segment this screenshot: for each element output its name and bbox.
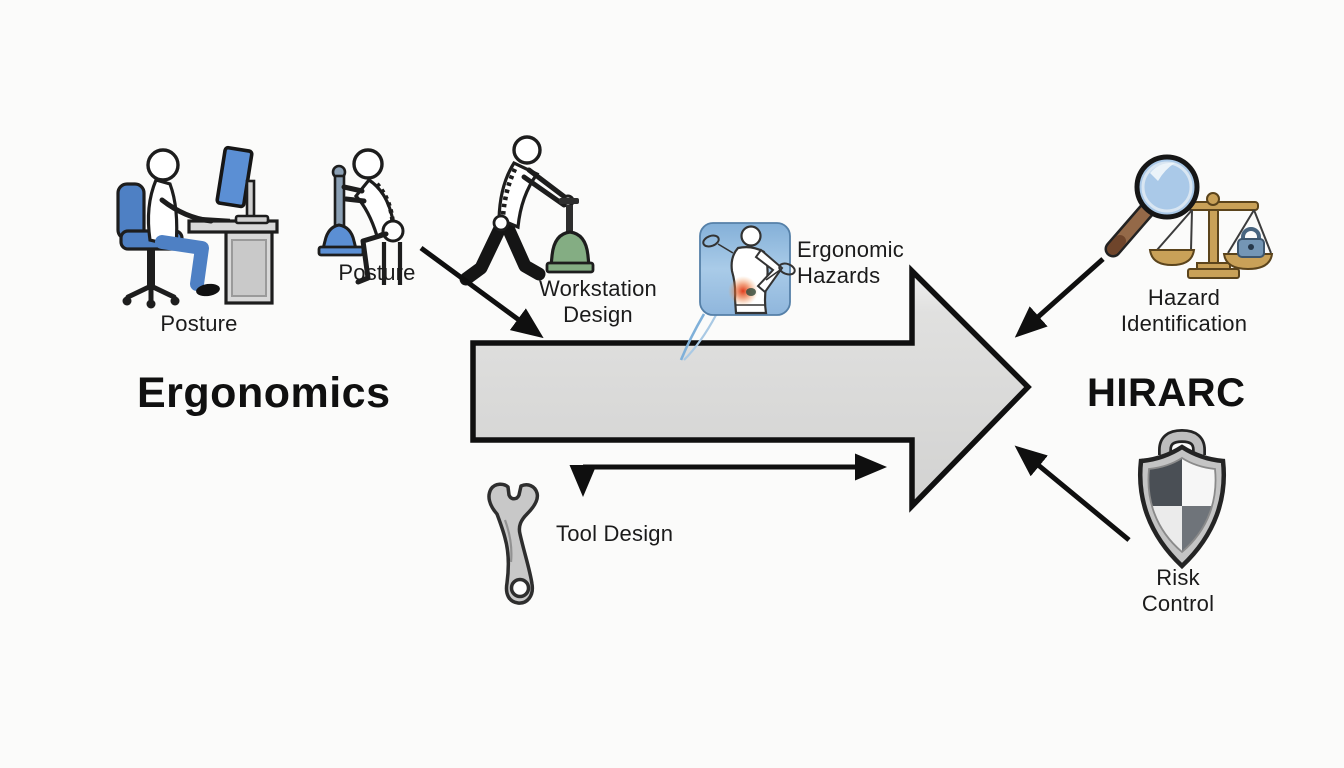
ergonomics-title: Ergonomics bbox=[137, 369, 391, 417]
workstation-to-arrow bbox=[419, 245, 544, 339]
magnifier-scale-icon bbox=[1104, 154, 1274, 279]
back-pain-icon bbox=[699, 222, 796, 316]
seated-worker-tool-icon bbox=[317, 148, 405, 285]
ergonomic-hazards-label: Ergonomic Hazards bbox=[797, 237, 904, 289]
lifting-worker-icon bbox=[459, 135, 595, 286]
posture-desk-label: Posture bbox=[160, 311, 238, 336]
process-arrow bbox=[470, 264, 1032, 513]
hazard-identification-to-arrow bbox=[1014, 257, 1105, 338]
checkered-shield-icon bbox=[1138, 428, 1226, 570]
hirarc-title: HIRARC bbox=[1087, 371, 1246, 415]
tool-design-label: Tool Design bbox=[556, 521, 674, 546]
tool-design-elbow-arrow bbox=[569, 453, 887, 497]
workstation-design-label: Workstation Design bbox=[539, 276, 657, 328]
person-at-desk-icon bbox=[116, 145, 279, 309]
hazard-identification-label: Hazard Identification bbox=[1120, 285, 1248, 337]
posture-seated-label: Posture bbox=[338, 260, 416, 285]
risk-control-to-arrow bbox=[1014, 445, 1131, 542]
wrench-icon bbox=[487, 482, 540, 605]
hazards-callout-tail bbox=[679, 313, 717, 361]
risk-control-label: Risk Control bbox=[1141, 565, 1215, 617]
